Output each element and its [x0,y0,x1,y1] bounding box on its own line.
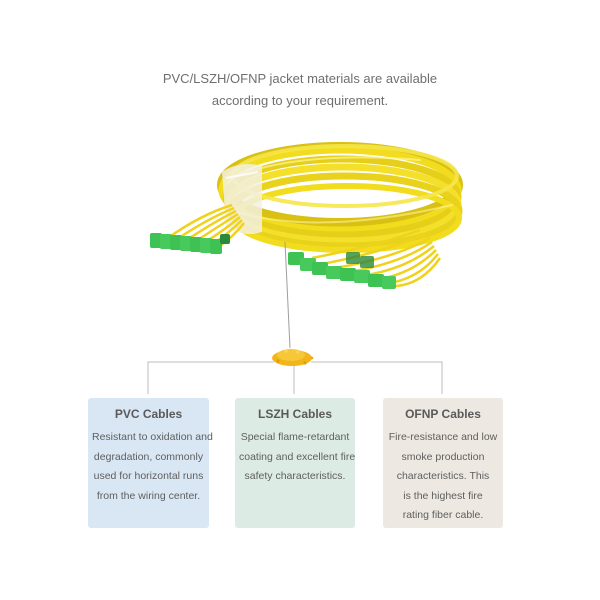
card-line: degradation, commonly [93,450,204,463]
card-body: Special flame-retardant coating and exce… [239,428,356,487]
card-ofnp: OFNP Cables Fire-resistance and low smok… [383,398,503,528]
pointer-line [284,241,291,349]
card-line: Fire-resistance and low [388,431,498,443]
right-connectors [288,252,396,289]
branch-lines [147,361,443,394]
card-line: is the highest fire [403,489,483,502]
intro-line-2: according to your requirement. [211,93,389,108]
card-body: Fire-resistance and low smoke production… [387,428,499,526]
left-connectors [150,233,230,254]
cable-wrap-band [222,164,262,234]
card-line: safety characteristics. [244,470,346,482]
card-title: PVC Cables [114,407,183,421]
card-line: Special flame-retardant [240,431,350,443]
card-body: Resistant to oxidation and degradation, … [92,428,213,506]
card-lszh: LSZH Cables Special flame-retardant coat… [235,398,355,528]
card-line: used for horizontal runs [93,470,204,482]
card-line: rating fiber cable. [402,509,484,521]
card-title: OFNP Cables [405,407,481,421]
granules-icon [272,349,314,366]
card-title: LSZH Cables [257,407,332,421]
intro-line-1: PVC/LSZH/OFNP jacket materials are avail… [162,71,438,86]
card-line: Resistant to oxidation and [92,431,213,443]
right-fanout-leads [311,228,442,288]
intro-text: PVC/LSZH/OFNP jacket materials are avail… [0,68,600,112]
card-line: from the wiring center. [96,489,201,502]
card-line: smoke production [401,450,485,463]
card-line: coating and excellent fire [239,450,356,463]
card-line: characteristics. This [396,470,490,482]
card-pvc: PVC Cables Resistant to oxidation and de… [88,398,213,528]
